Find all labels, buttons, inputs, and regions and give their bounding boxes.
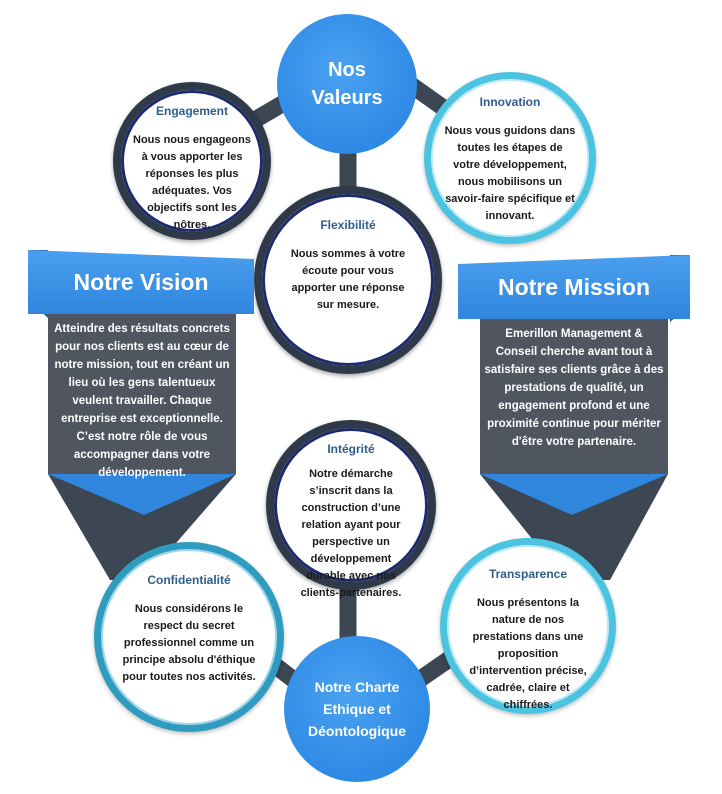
center-bottom-circle: Notre Charte Ethique et Déontologique bbox=[284, 636, 430, 782]
confidentialite-text: Nous considérons le respect du secret pr… bbox=[122, 603, 256, 683]
mission-panel: Emerillon Management & Conseil cherche a… bbox=[480, 319, 668, 474]
center-top-circle: Nos Valeurs bbox=[277, 14, 417, 154]
confidentialite-circle: Confidentialité Nous considérons le resp… bbox=[94, 542, 284, 732]
innovation-title: Innovation bbox=[479, 95, 541, 109]
transparence-text: Nous présentons la nature de nos prestat… bbox=[469, 597, 587, 711]
engagement-text: Nous nous engageons à vous apporter les … bbox=[133, 134, 251, 231]
engagement-title: Engagement bbox=[155, 104, 228, 118]
flexibilite-circle: Flexibilité Nous sommes à votre écoute p… bbox=[254, 186, 442, 374]
integrite-text: Notre démarche s’inscrit dans la constru… bbox=[300, 468, 402, 599]
vision-panel: Atteindre des résultats concrets pour no… bbox=[48, 314, 236, 479]
flexibilite-text: Nous sommes à votre écoute pour vous app… bbox=[290, 248, 406, 311]
integrite-title: Intégrité bbox=[327, 442, 375, 456]
innovation-circle: Innovation Nous vous guidons dans toutes… bbox=[424, 72, 596, 244]
integrite-circle: Intégrité Notre démarche s’inscrit dans … bbox=[266, 420, 436, 599]
mission-ribbon: Notre Mission bbox=[458, 255, 690, 319]
innovation-text: Nous vous guidons dans toutes les étapes… bbox=[444, 125, 576, 222]
engagement-circle: Engagement Nous nous engageons à vous ap… bbox=[113, 82, 271, 240]
vision-ribbon: Notre Vision bbox=[28, 250, 254, 314]
flexibilite-title: Flexibilité bbox=[320, 218, 376, 232]
transparence-title: Transparence bbox=[488, 567, 568, 581]
confidentialite-title: Confidentialité bbox=[147, 573, 231, 587]
transparence-circle: Transparence Nous présentons la nature d… bbox=[440, 538, 616, 714]
